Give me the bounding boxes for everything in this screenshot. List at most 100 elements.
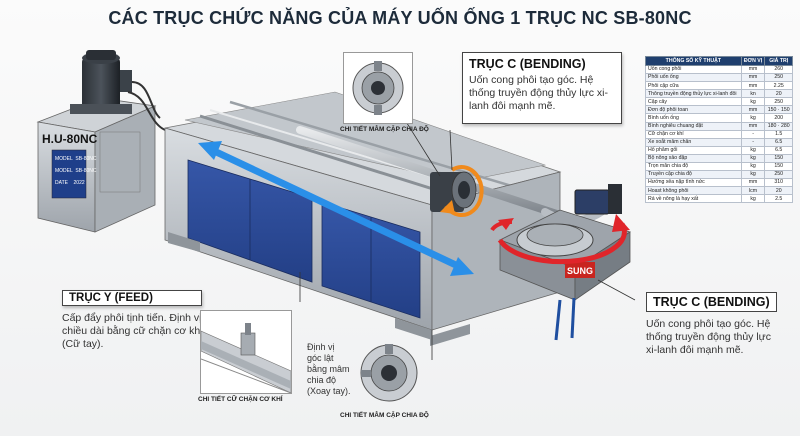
spec-cell-value: 180 · 280: [764, 121, 793, 131]
spec-cell-param: Hướng xẻa nặp tình nức: [645, 178, 742, 188]
callout-y-title: TRỤC Y (FEED): [69, 292, 153, 304]
spec-cell-unit: kg: [740, 170, 766, 180]
leader-line-c-bottom: [597, 279, 636, 301]
spec-cell-param: Truyền cặp chia độ: [645, 170, 742, 180]
b-axis-rotation-arrow: [440, 165, 484, 217]
c-axis-bending-arrow: [490, 214, 630, 265]
pipe: [296, 126, 564, 219]
spec-cell-value: 250: [764, 73, 793, 83]
chuck-detail-top-image: [352, 61, 404, 115]
callout-c-axis-bottom: TRỤC C (BENDING) Uốn cong phôi tạo góc. …: [640, 288, 788, 358]
spec-cell-value: 1.5: [764, 129, 793, 139]
spec-cell-param: Hoast không phôi: [645, 186, 742, 196]
stopper-detail-image: [200, 323, 292, 394]
spec-cell-param: Cữ chặn cơ khí: [645, 129, 742, 139]
y-axis-arrow: [198, 141, 474, 276]
tank-plate-line-2: MODEL SB-80NC: [55, 168, 97, 174]
spec-cell-value: 250: [764, 170, 793, 180]
spec-cell-value: 150 · 150: [764, 105, 793, 115]
spec-table-row: Cữ chặn cơ khí-1.5: [645, 129, 793, 139]
spec-cell-value: 150: [764, 161, 793, 172]
spec-table: THÔNG SỐ KỸ THUẬT ĐƠN VỊ GIÁ TRỊ Uốn con…: [645, 56, 793, 204]
spec-cell-unit: lcm: [740, 186, 766, 196]
spec-cell-unit: kg: [740, 145, 766, 155]
hydraulic-tank: [36, 97, 157, 233]
spec-cell-value: 150: [764, 153, 793, 163]
spec-cell-unit: kg: [740, 113, 766, 123]
spec-cell-param: Bộ nông xảo đặp: [645, 153, 742, 163]
spec-cell-unit: mm: [740, 73, 766, 83]
spec-cell-value: 6.5: [764, 145, 793, 155]
chuck-carriage: [430, 171, 477, 212]
callout-c-bottom-title: TRỤC C (BENDING): [646, 292, 777, 312]
chuck-detail-bottom: Định vị góc lật bằng mâm chia độ (Xoay t…: [305, 340, 425, 408]
page-title: CÁC TRỤC CHỨC NĂNG CỦA MÁY UỐN ỐNG 1 TRỤ…: [108, 8, 692, 28]
callout-b-text: Định vị góc lật bằng mâm chia độ (Xoay t…: [307, 342, 351, 396]
spec-cell-value: 250: [764, 97, 793, 107]
spec-cell-param: Bình nghiêu chuang đặt: [645, 121, 742, 131]
callout-c-axis-top: TRỤC C (BENDING) Uốn cong phôi tạo góc. …: [462, 52, 622, 124]
spec-cell-value: 260: [764, 64, 793, 75]
spec-cell-param: Rá về nông là hạy xất: [645, 194, 742, 204]
caption-chuck-bottom: CHI TIẾT MÂM CẶP CHIA ĐỘ: [340, 412, 429, 419]
spec-cell-param: Trọn mân chia độ: [645, 161, 742, 172]
spec-cell-param: Phôi cặp cữa: [645, 81, 742, 91]
spec-cell-value: 20: [764, 89, 793, 99]
spec-cell-value: 20: [764, 186, 793, 196]
spec-cell-unit: kg: [740, 153, 766, 163]
spec-cell-param: Đơn độ phôi toan: [645, 105, 742, 115]
chuck-detail-top: [343, 52, 413, 124]
spec-header-param: THÔNG SỐ KỸ THUẬT: [645, 56, 742, 66]
caption-chuck-top: CHI TIẾT MÂM CẶP CHIA ĐỘ: [340, 126, 429, 133]
spec-cell-param: Xe xoắt mâm chân: [645, 137, 742, 147]
spec-cell-unit: -: [740, 129, 766, 139]
spec-cell-value: 2.25: [764, 81, 793, 91]
spec-cell-unit: mm: [740, 64, 766, 75]
chuck-detail-bottom-image: [360, 344, 418, 402]
tank-model-label: H.U-80NC: [42, 132, 98, 146]
callout-c-bottom-text: Uốn cong phôi tạo góc. Hệ thống truyền đ…: [646, 318, 771, 356]
caption-stopper: CHI TIẾT CỮ CHẶN CƠ KHÍ: [198, 396, 283, 403]
tank-plate-line-3: DATE 2022: [55, 180, 85, 186]
spec-cell-unit: mm: [740, 81, 766, 91]
callout-y-axis: TRỤC Y (FEED): [62, 290, 202, 306]
spec-cell-unit: mm: [740, 178, 766, 188]
callout-y-text: Cấp đẩy phôi tịnh tiến. Định vị chiều dà…: [62, 312, 204, 350]
spec-cell-value: 200: [764, 113, 793, 123]
spec-cell-value: 6.5: [764, 137, 793, 147]
spec-table-row: Xe xoắt mâm chân-6.5: [645, 137, 793, 147]
callout-c-top-title: TRỤC C (BENDING): [469, 57, 586, 71]
spec-cell-unit: kg: [740, 194, 766, 204]
spec-cell-value: 2.5: [764, 194, 793, 204]
spec-cell-param: Thông truyền động thủy lực xi-lanh đôi: [645, 89, 742, 99]
spec-cell-unit: kg: [740, 161, 766, 172]
spec-cell-param: Uốn cong phôi: [645, 64, 742, 75]
spec-cell-unit: kn: [740, 89, 766, 99]
spec-cell-param: Cặp cây: [645, 97, 742, 107]
motor: [70, 50, 166, 131]
spec-cell-param: Hố phâm gối: [645, 145, 742, 155]
spec-cell-unit: mm: [740, 105, 766, 115]
leader-line-c-top: [449, 129, 453, 171]
spec-cell-unit: -: [740, 137, 766, 147]
brand-label: SUNG: [567, 266, 593, 276]
spec-header-value: GIÁ TRỊ: [764, 56, 793, 66]
